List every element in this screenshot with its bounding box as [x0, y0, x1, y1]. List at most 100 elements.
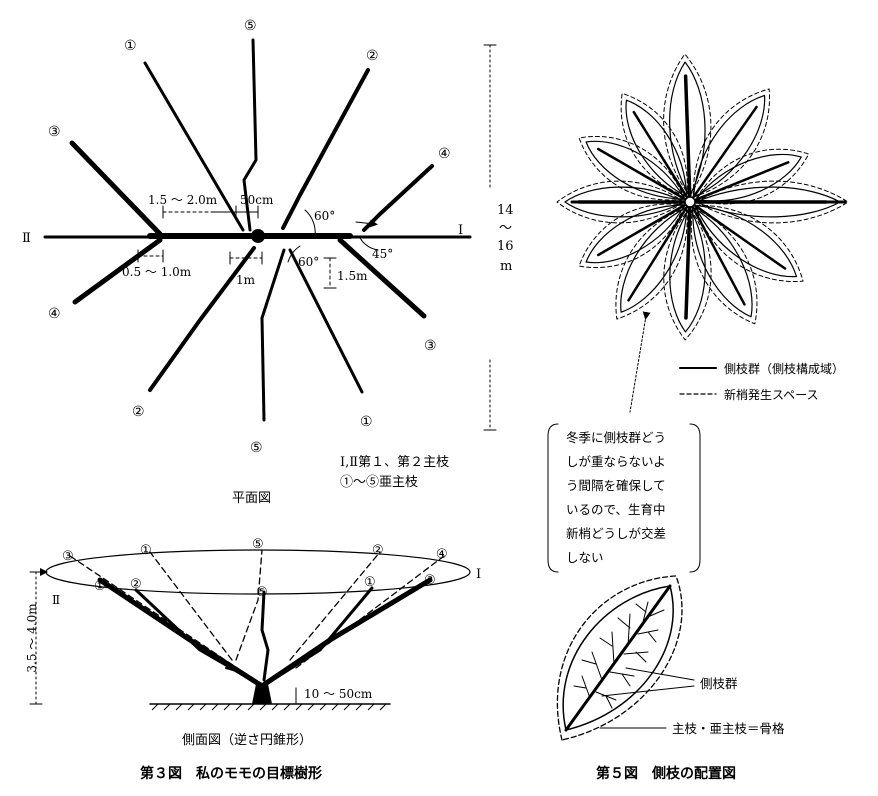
note-box: 冬季に側枝群どう しが重ならないよ う間隔を確保して いるので、生育中 新梢どう…: [547, 423, 701, 573]
branch-lower-right-3: [337, 237, 427, 319]
rosette-scaffold: [683, 74, 692, 198]
side-branch-2: [134, 588, 264, 688]
rosette-leaf-dashed: [694, 204, 804, 283]
note-bracket-left: [547, 423, 559, 573]
legend-main-scaffold: Ⅰ,Ⅱ第１、第２主枝: [340, 455, 449, 470]
side-top-1: ①: [140, 543, 152, 558]
angle-60-bottom-label: 60°: [298, 255, 319, 269]
side-view: 3.5 ～ 4.0m 10 ～ 50cm ③ ① ⑤ ② ④ ① ② ⑤ ① ③…: [25, 537, 481, 748]
rosette-scaffold: [693, 204, 787, 270]
side-branch-5: [260, 590, 270, 682]
branch-top-left-1: [143, 61, 245, 232]
legend-sub-scaffold: ①～⑤亜主枝: [340, 475, 418, 490]
side-inner-2: ②: [130, 577, 142, 592]
tip-left-3: ③: [48, 124, 61, 140]
side-inner-1b: ①: [364, 575, 376, 590]
side-dashed-4: [295, 555, 445, 669]
branch-bottom-5: [260, 248, 286, 422]
rosette-leaf-dashed: [578, 203, 686, 268]
plan-view: Ⅱ Ⅰ ① ⑤ ② ③ ④ ④ ③ ② ⑤ ① 1.5 ～ 2.0m 50cm …: [22, 18, 514, 506]
rosette-leaf-solid: [669, 207, 706, 333]
base-dim-label: 10 ～ 50cm: [304, 687, 373, 701]
angle-45-label: 45°: [372, 247, 393, 261]
tip-lower-left-4: ④: [48, 306, 61, 322]
arrow-45: [355, 219, 378, 228]
rosette-leaf-dashed: [556, 180, 685, 224]
plan-caption: 平面図: [232, 491, 271, 506]
note-line-1: 冬季に側枝群どう: [566, 430, 666, 445]
side-dashed-3: [69, 555, 259, 683]
dim-1m-label: 1m: [236, 273, 256, 287]
leaf-detail: 側枝群 主枝・亜主枝＝骨格: [556, 575, 785, 741]
leaf-outer-dashed: [556, 575, 683, 741]
side-caption: 側面図（逆さ円錐形）: [182, 732, 312, 748]
side-label-II: Ⅱ: [52, 593, 60, 607]
height-label-14: 14: [497, 203, 514, 218]
trunk: [252, 684, 272, 704]
rosette-leaf-solid: [694, 204, 798, 278]
side-dashed-5: [235, 549, 263, 661]
rosette-leaf-solid: [620, 206, 688, 313]
leaf-midrib: [564, 584, 672, 732]
fig3-caption: 第３図 私のモモの目標樹形: [140, 765, 322, 782]
rosette-leaf-solid: [585, 204, 686, 264]
height-label-16: 16: [497, 239, 514, 254]
note-bracket-right: [689, 423, 701, 573]
rosette-leaf-dashed: [663, 53, 712, 197]
angle-60-top-label: 60°: [314, 209, 335, 223]
rosette-scaffold: [627, 205, 689, 302]
tip-right-4: ④: [438, 146, 451, 162]
tip-top-left-1: ①: [124, 38, 137, 54]
branch-bottom-right-1: [288, 248, 364, 394]
label-I: Ⅰ: [458, 223, 463, 238]
rosette-leaf-dashed: [690, 206, 758, 325]
dim-05-label: 0.5 ～ 1.0m: [122, 265, 192, 279]
tip-bottom-right-1: ①: [360, 414, 373, 430]
note-line-3: う間隔を確保して: [566, 478, 666, 493]
ground-hatch: [151, 703, 387, 711]
tip-lower-right-3: ③: [424, 338, 437, 354]
legend-solid-label: 側枝群（側枝構成域）: [724, 361, 844, 376]
side-inner-3: ③: [424, 573, 436, 588]
side-inner-5: ⑤: [256, 585, 268, 600]
fig5-caption: 第５図 側枝の配置図: [596, 765, 736, 782]
side-top-5: ⑤: [252, 537, 264, 552]
rosette-scaffold: [691, 206, 746, 306]
rosette-scaffold: [632, 110, 689, 199]
rosette-scaffold: [692, 105, 758, 199]
branch-top-right-2: [281, 68, 370, 230]
framework-label: 主枝・亜主枝＝骨格: [672, 721, 785, 736]
rosette-leaf-dashed: [578, 136, 686, 201]
branch-right-4: [362, 164, 434, 232]
note-line-5: 新梢どうしが交差: [566, 526, 666, 541]
rosette-scaffold: [684, 206, 692, 320]
rosette-leaf-solid: [692, 206, 753, 318]
height-label-m: m: [500, 259, 512, 274]
rosette-leaf-dashed: [692, 88, 771, 198]
note-pointer: [629, 311, 651, 413]
rosette-scaffold: [596, 147, 687, 201]
rosette-leaf-solid: [585, 140, 686, 200]
arc-60-bottom: [287, 245, 301, 263]
rosette-leaf-dashed: [663, 207, 712, 341]
note-line-2: しが重ならないよ: [566, 454, 666, 469]
rosette-scaffold: [596, 203, 687, 257]
side-dashed-1: [149, 551, 233, 661]
side-top-3: ③: [62, 549, 74, 564]
branch-left-3: [69, 140, 163, 237]
side-dashed-2: [289, 551, 381, 661]
tip-bottom-5: ⑤: [250, 440, 263, 456]
height-label-tilde: ～: [499, 221, 512, 236]
rosette-leaf-dashed: [620, 92, 688, 198]
rosette-leaf-solid: [694, 153, 802, 202]
side-top-2: ②: [372, 543, 384, 558]
rosette-scaffold: [694, 161, 790, 202]
rosette-leaf-dashed: [615, 206, 688, 320]
arc-60-top: [304, 209, 316, 237]
lateral-rosette: [556, 53, 849, 341]
note-line-4: いるので、生育中: [566, 502, 666, 517]
dim-50cm-label: 50cm: [240, 193, 274, 207]
branch-top-5: [242, 38, 258, 232]
rosette-leaf-solid: [692, 94, 766, 198]
tip-top-right-2: ②: [366, 48, 379, 64]
